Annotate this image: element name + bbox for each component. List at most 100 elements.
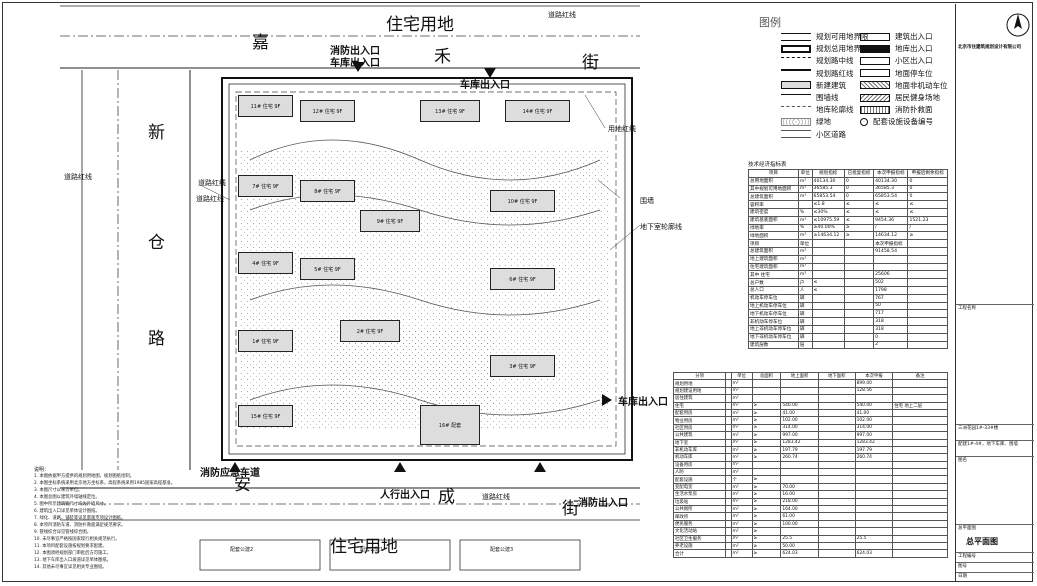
entrance-arrow-bottom-right bbox=[534, 462, 546, 472]
legend-swatch-icon bbox=[860, 69, 890, 78]
note-item: 2. 本图坐标系统采用北京地方坐标系，高程系统采用1985国家高程基准。 bbox=[34, 481, 176, 486]
table-cell: 机动车停车位 bbox=[748, 293, 799, 303]
table-cell: 899.00 bbox=[854, 379, 894, 388]
table-cell: 辆 bbox=[797, 317, 813, 326]
legend-swatch-icon bbox=[781, 69, 811, 77]
table-cell bbox=[780, 527, 819, 536]
table-cell: 公共厕所 bbox=[672, 505, 727, 514]
table-cell: 社区用房 bbox=[672, 423, 727, 433]
table-cell: 非机动车库 bbox=[672, 445, 727, 455]
legend-item: 地库轮廓线 bbox=[781, 103, 854, 116]
table-cell: 40134.30 bbox=[811, 176, 845, 186]
table-cell bbox=[751, 379, 782, 388]
table-cell: 102.00 bbox=[780, 416, 819, 425]
table-cell: m² bbox=[730, 505, 753, 514]
entrance-arrow-bottom-mid bbox=[394, 462, 406, 472]
green-central bbox=[330, 330, 495, 410]
table-cell bbox=[854, 468, 894, 477]
titleblock-row: 工程名称 bbox=[956, 304, 1034, 311]
entrance-arrow-top bbox=[352, 62, 364, 72]
table-header: 总面积 bbox=[751, 371, 782, 381]
internal-road-3 bbox=[249, 284, 601, 316]
table-cell: ≥14634.12 bbox=[811, 231, 845, 241]
table-header: 项目 bbox=[748, 169, 799, 178]
table-cell bbox=[817, 497, 856, 507]
table-cell bbox=[892, 394, 948, 403]
table-cell: 物业用房 bbox=[672, 416, 727, 425]
table-header: 规划指标 bbox=[811, 169, 845, 178]
table-cell: 70.00 bbox=[780, 482, 819, 492]
legend-label: 居民健身场地 bbox=[895, 93, 940, 102]
table-cell: 997.00 bbox=[780, 431, 819, 440]
table-cell bbox=[811, 262, 845, 272]
table-cell: m² bbox=[797, 270, 813, 280]
table-cell: 变配电室 bbox=[672, 482, 727, 492]
table-cell bbox=[892, 386, 948, 396]
legend-label: 地库轮廓线 bbox=[816, 105, 854, 115]
table-cell: 36585.3 bbox=[873, 184, 909, 194]
company-name: 北京市住建筑规划设计有限公司 bbox=[958, 45, 1021, 50]
legend-label: 规划路中线 bbox=[816, 56, 854, 66]
redline-label-left: 道路红线 bbox=[64, 173, 92, 181]
building-label: 2# 住宅 9F bbox=[356, 328, 384, 335]
table-cell: ≤ bbox=[811, 278, 845, 287]
table-cell bbox=[907, 309, 948, 319]
table-cell: 25.5 bbox=[854, 534, 894, 544]
table-cell: m² bbox=[730, 379, 753, 388]
street-top-2: 禾 bbox=[434, 47, 451, 67]
table-cell: 1283.42 bbox=[780, 438, 819, 447]
building-3: 3# 住宅 9F bbox=[490, 355, 555, 377]
note-item: 10. 未尽事宜严格按国家现行相关规范执行。 bbox=[34, 537, 120, 542]
table-cell bbox=[843, 301, 875, 311]
legend-swatch-icon bbox=[860, 44, 890, 53]
enclosure-label: 围墙 bbox=[640, 197, 654, 205]
table-cell: 197.79 bbox=[780, 445, 819, 455]
table-cell: 住宅 地上二层 bbox=[892, 401, 948, 410]
table-cell bbox=[751, 460, 782, 470]
table-cell: ≥ bbox=[751, 482, 782, 492]
table-cell bbox=[780, 386, 819, 396]
table-cell: 地上非机动车停车位 bbox=[748, 324, 799, 334]
note-item: 5. 图中所示建筑物尺寸均为外墙尺寸。 bbox=[34, 502, 109, 507]
table-cell: 318 bbox=[873, 317, 909, 326]
table-cell: m² bbox=[730, 438, 753, 447]
table-cell bbox=[892, 460, 948, 470]
table-cell bbox=[907, 278, 948, 287]
legend-swatch-icon bbox=[781, 44, 811, 53]
note-item: 4. 本图总图以建筑外墙轴线定位。 bbox=[34, 495, 100, 500]
table-cell: ≥ bbox=[843, 223, 875, 233]
table-cell: ≥ bbox=[751, 408, 782, 418]
entrance-garage-right: 车库出入口 bbox=[618, 397, 668, 408]
table-cell bbox=[811, 239, 845, 248]
table-cell bbox=[854, 460, 894, 470]
table-cell: ≥40.00% bbox=[811, 223, 845, 233]
table-cell bbox=[780, 468, 819, 477]
table-cell: ≤ bbox=[811, 285, 845, 295]
building-2: 2# 住宅 9F bbox=[340, 320, 400, 342]
legend-label: 规划可用地界限 bbox=[816, 32, 869, 41]
table-cell bbox=[907, 262, 948, 272]
table-header: 地下面积 bbox=[817, 371, 856, 381]
table-cell: 总人口 bbox=[748, 285, 799, 295]
table-cell: 0 bbox=[907, 176, 948, 186]
table-cell: 总用地面积 bbox=[748, 176, 799, 186]
note-item: 14. 其他未尽事宜详见相关专业图纸。 bbox=[34, 565, 107, 570]
legend-swatch-icon bbox=[781, 117, 811, 126]
table-cell: 地上建筑面积 bbox=[748, 254, 799, 264]
legend-item: 绿地 bbox=[781, 115, 831, 128]
legend-label: 围墙线 bbox=[816, 93, 839, 102]
legend-item: 配套设施设备编号 bbox=[860, 115, 933, 128]
legend-swatch-icon bbox=[781, 105, 811, 114]
redline-label-left2: 道路红线 bbox=[198, 179, 226, 187]
table-cell bbox=[817, 490, 856, 499]
legend-label: 地库出入口 bbox=[895, 44, 933, 54]
table-cell: 公共建筑 bbox=[672, 431, 727, 440]
table-cell: 767 bbox=[873, 293, 909, 303]
table-cell bbox=[873, 262, 909, 272]
